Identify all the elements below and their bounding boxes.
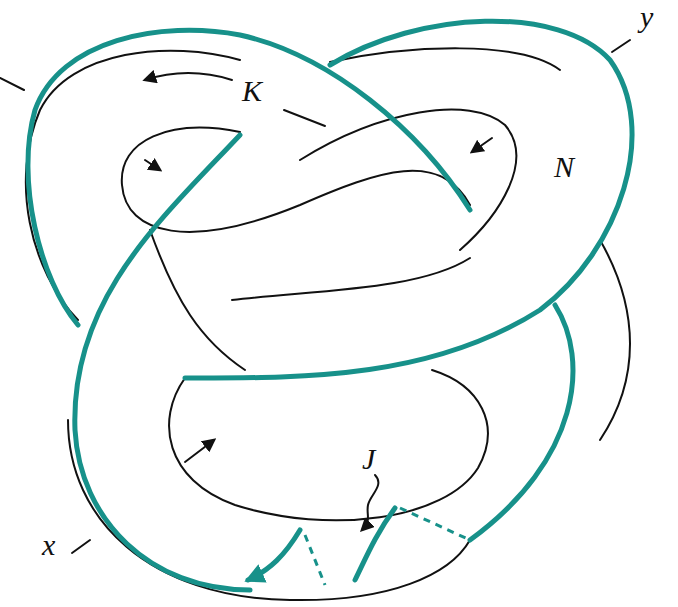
band-edge xyxy=(330,48,560,70)
knot-strand xyxy=(28,30,470,325)
small-arrows xyxy=(0,40,630,553)
dashed-line xyxy=(305,535,325,585)
figure-label: x xyxy=(40,530,57,560)
knot-arrow xyxy=(248,530,300,580)
figure-label: y xyxy=(638,2,655,32)
band-edge xyxy=(68,420,470,600)
band-edge xyxy=(600,240,630,440)
normal-arrow xyxy=(145,160,160,170)
tick-mark xyxy=(612,40,630,52)
knot-strand xyxy=(355,508,395,580)
band-edge xyxy=(26,51,240,320)
knot-curve xyxy=(28,21,632,590)
normal-arrow xyxy=(185,440,214,462)
dashed-line xyxy=(400,508,470,540)
band-edge xyxy=(169,370,488,520)
knot-strand xyxy=(75,135,250,590)
leader-line xyxy=(362,475,378,530)
hidden-strand xyxy=(305,508,470,585)
band-edge xyxy=(232,258,470,300)
knot-strand xyxy=(470,305,573,540)
tick-mark xyxy=(0,78,24,90)
figure-label: N xyxy=(552,152,576,182)
figure-label: J xyxy=(360,444,377,474)
figure-label: K xyxy=(240,76,264,106)
normal-arrow xyxy=(472,138,492,152)
orientation-line xyxy=(284,110,325,126)
orientation-arrow xyxy=(145,73,232,80)
tick-mark xyxy=(72,540,90,553)
band-edges xyxy=(26,48,630,600)
band-edge xyxy=(150,230,245,370)
